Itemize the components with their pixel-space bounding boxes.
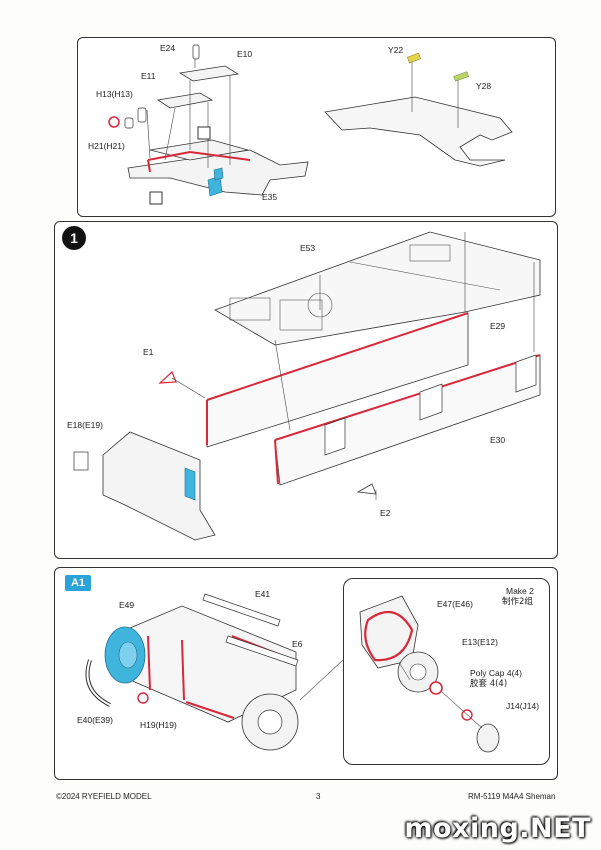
label-e49: E49	[119, 600, 135, 610]
label-e47: E47(E46)	[437, 599, 473, 609]
label-e35: E35	[262, 192, 278, 202]
label-e6: E6	[292, 639, 303, 649]
label-e24: E24	[160, 43, 176, 53]
label-y28: Y28	[476, 81, 492, 91]
label-e18: E18(E19)	[67, 420, 103, 430]
label-e10: E10	[237, 49, 253, 59]
label-e1: E1	[143, 347, 154, 357]
step-a1-badge: A1	[65, 575, 91, 591]
label-e2: E2	[380, 508, 391, 518]
label-e41: E41	[255, 589, 271, 599]
label-e30: E30	[490, 435, 506, 445]
label-e11: E11	[141, 71, 156, 81]
label-e40: E40(E39)	[77, 715, 113, 725]
label-e53: E53	[300, 243, 316, 253]
label-y22: Y22	[388, 45, 404, 55]
label-e13: E13(E12)	[462, 637, 498, 647]
label-poly-cap: Poly Cap 4(4)	[470, 668, 522, 678]
label-h19: H19(H19)	[140, 720, 177, 730]
footer-copyright: ©2024 RYEFIELD MODEL	[56, 792, 152, 801]
step-number-badge: 1	[62, 226, 86, 250]
label-poly-cap-cn: 胶套 4(4)	[470, 679, 508, 689]
label-h21: H21(H21)	[88, 141, 125, 151]
inset-make-en: Make 2	[506, 586, 534, 596]
label-e29: E29	[490, 321, 506, 331]
watermark: moxing.NET	[404, 813, 591, 844]
footer-page-number: 3	[316, 792, 321, 801]
label-j14: J14(J14)	[506, 701, 540, 711]
footer-product: RM-5119 M4A4 Sheman	[468, 792, 556, 801]
label-h13: H13(H13)	[96, 89, 133, 99]
inset-make-cn: 制作2组	[502, 597, 533, 607]
